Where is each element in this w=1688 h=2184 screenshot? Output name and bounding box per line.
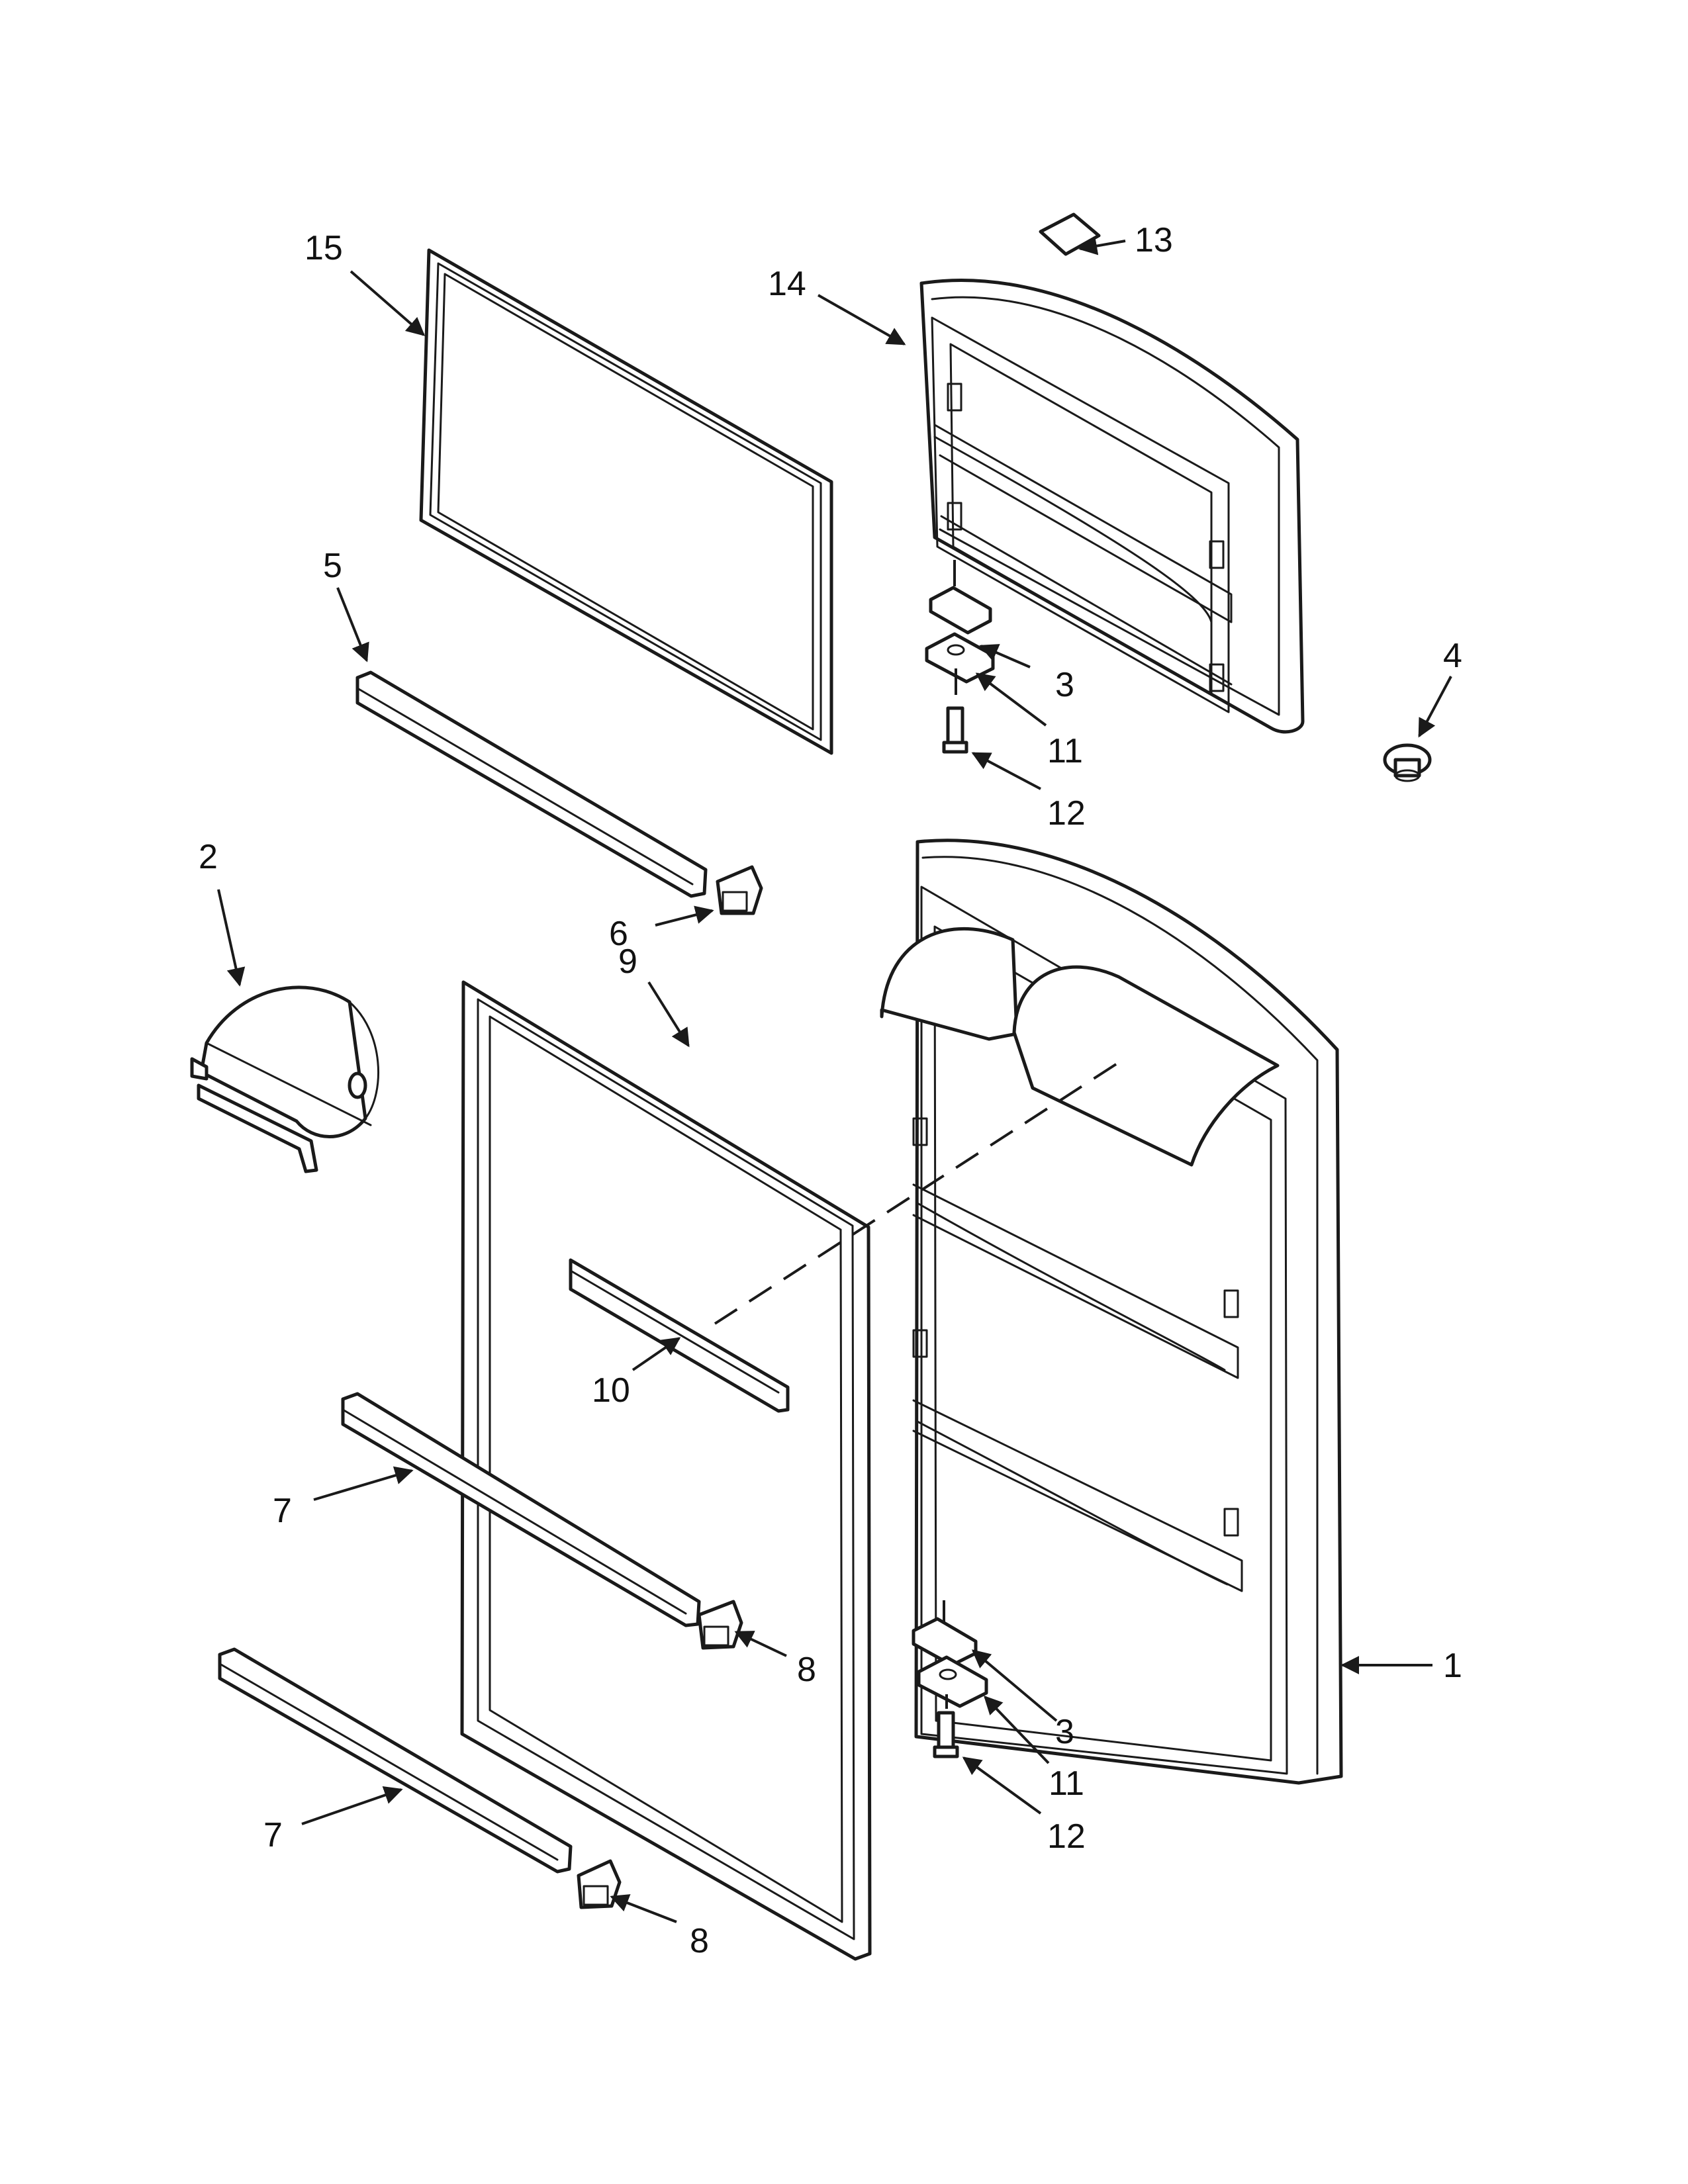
svg-text:13: 13	[1135, 221, 1173, 259]
callout-7-upper: 7	[273, 1466, 414, 1530]
callout-11-lower: 11	[984, 1695, 1084, 1803]
svg-text:7: 7	[273, 1492, 292, 1530]
callout-3-upper: 3	[979, 644, 1074, 704]
svg-text:1: 1	[1443, 1647, 1462, 1685]
svg-text:15: 15	[305, 229, 343, 267]
svg-text:12: 12	[1047, 1817, 1086, 1856]
callout-8-lower: 8	[610, 1894, 709, 1960]
svg-text:11: 11	[1049, 1764, 1084, 1803]
svg-text:6: 6	[609, 915, 628, 953]
svg-text:5: 5	[323, 547, 342, 585]
fresh-food-door	[880, 839, 1343, 1785]
svg-text:8: 8	[797, 1651, 816, 1689]
freezer-door	[919, 279, 1305, 734]
callout-10: 10	[592, 1337, 681, 1410]
callout-12-lower: 12	[962, 1756, 1086, 1856]
callout-14: 14	[768, 265, 906, 345]
callout-3-lower: 3	[971, 1649, 1074, 1751]
dairy-door	[190, 985, 379, 1173]
callout-13: 13	[1078, 221, 1173, 259]
svg-text:10: 10	[592, 1371, 630, 1410]
svg-text:2: 2	[199, 838, 218, 876]
upper-hinge-assembly	[925, 560, 995, 754]
shelf-bar-lower	[218, 1647, 573, 1874]
svg-text:8: 8	[690, 1922, 709, 1960]
svg-text:11: 11	[1047, 732, 1083, 770]
plug-part	[1383, 743, 1432, 782]
callout-7-lower: 7	[263, 1786, 403, 1854]
shelf-bar-upper	[341, 1392, 701, 1627]
svg-text:9: 9	[618, 942, 637, 981]
freezer-door-gasket	[419, 248, 833, 755]
callout-4: 4	[1418, 637, 1462, 738]
svg-text:3: 3	[1055, 1713, 1074, 1751]
callout-5: 5	[323, 547, 369, 662]
svg-text:3: 3	[1055, 666, 1074, 704]
callout-15: 15	[305, 229, 426, 336]
callout-11-upper: 11	[975, 672, 1083, 770]
door-label	[1039, 212, 1101, 256]
callout-9: 9	[618, 942, 690, 1048]
callout-12-upper: 12	[971, 752, 1086, 833]
lower-hinge-assembly	[912, 1600, 988, 1758]
callout-6: 6	[609, 905, 714, 953]
svg-text:4: 4	[1443, 637, 1462, 675]
svg-text:14: 14	[768, 265, 806, 303]
door-shelf-bar	[569, 1258, 790, 1413]
end-cap-upper	[716, 865, 763, 915]
callout-8-upper: 8	[734, 1631, 816, 1689]
callout-2: 2	[199, 838, 246, 987]
svg-text:7: 7	[263, 1816, 283, 1854]
end-cap-lower	[577, 1859, 622, 1909]
callout-1: 1	[1340, 1647, 1462, 1685]
fresh-food-door-gasket	[460, 980, 872, 1961]
svg-text:12: 12	[1047, 794, 1086, 833]
freezer-shelf-bar	[355, 670, 708, 898]
